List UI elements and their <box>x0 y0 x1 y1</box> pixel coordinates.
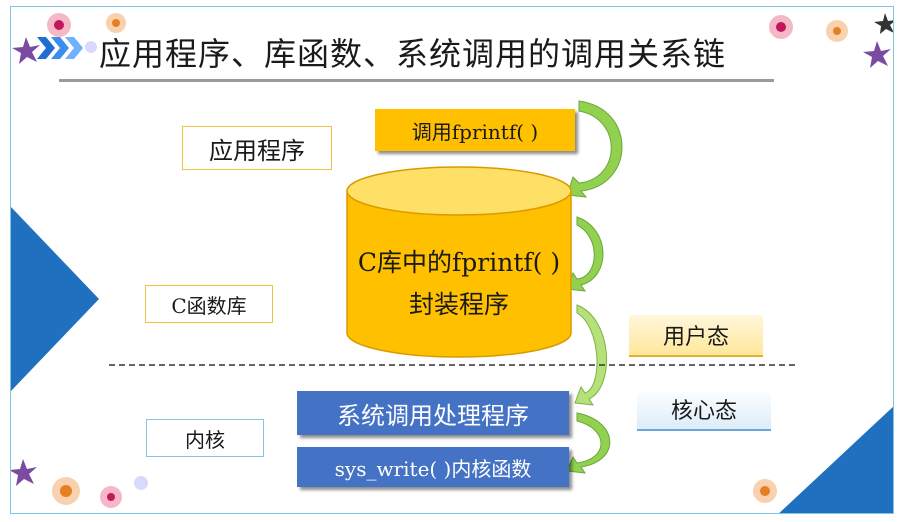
corner-flower-decoration-top-left <box>12 13 126 64</box>
user-mode-label: 用户态 <box>629 315 763 357</box>
title-chevrons-icon <box>37 37 83 59</box>
kernel-layer-label: 内核 <box>146 419 264 457</box>
title-underline <box>59 79 774 82</box>
slide-frame: 应用程序、库函数、系统调用的调用关系链 应用程序 C函数库 内核 调用fprin… <box>10 6 894 514</box>
call-fprintf-bar: 调用fprintf( ) <box>375 109 575 151</box>
syscall-handler-bar: 系统调用处理程序 <box>297 391 569 435</box>
cylinder-label-line1: C库中的fprintf( ) <box>358 248 560 277</box>
green-flow-arrows <box>566 100 623 474</box>
cylinder-label-line2: 封装程序 <box>409 290 509 319</box>
kernel-mode-label: 核心态 <box>637 389 771 431</box>
right-blue-triangle-decoration <box>779 406 893 513</box>
user-kernel-divider <box>109 364 799 366</box>
c-library-layer-label: C函数库 <box>145 285 273 323</box>
corner-flower-decoration-bottom-left <box>11 459 148 508</box>
c-library-cylinder: C库中的fprintf( ) 封装程序 <box>346 166 572 358</box>
corner-flower-decoration-bottom-right <box>753 479 777 503</box>
left-blue-triangle-decoration <box>11 207 99 391</box>
application-layer-label: 应用程序 <box>182 126 332 170</box>
sys-write-kernel-function-bar: sys_write( )内核函数 <box>297 447 569 487</box>
slide-title: 应用程序、库函数、系统调用的调用关系链 <box>99 35 727 73</box>
corner-flower-decoration-top-right <box>769 13 893 68</box>
